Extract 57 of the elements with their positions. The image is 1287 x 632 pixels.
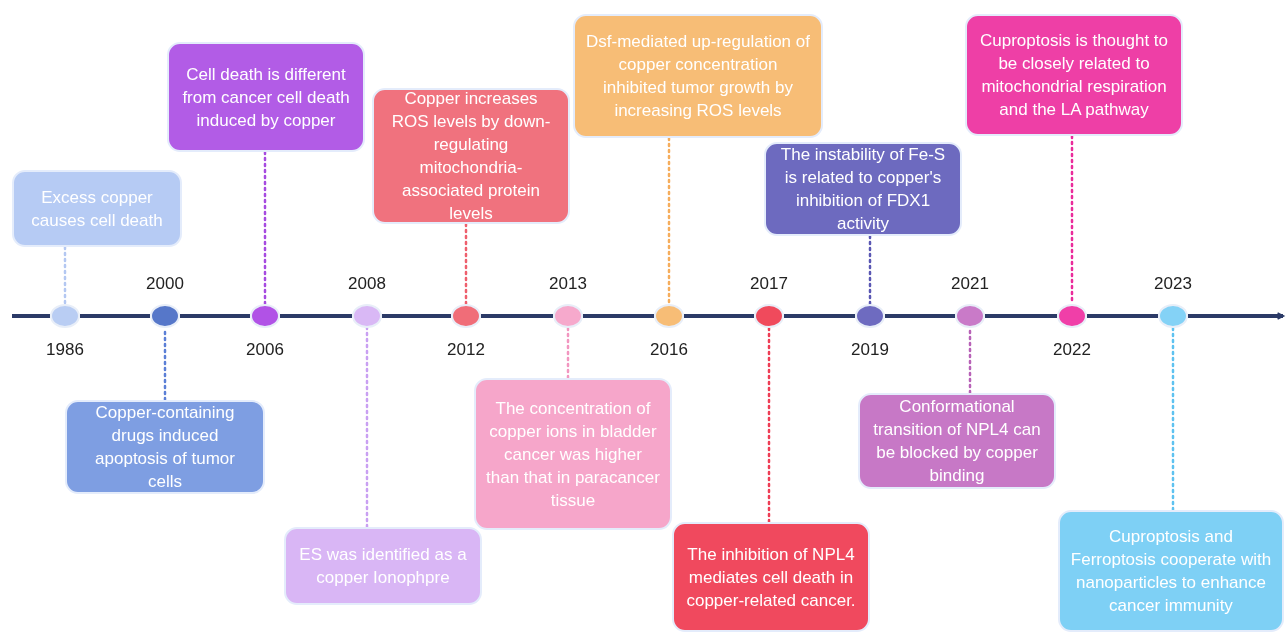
- year-label: 2022: [1052, 340, 1092, 360]
- event-box: The instability of Fe-S is related to copper's inhibition of FDX1 activity: [764, 142, 962, 236]
- timeline-dot: [250, 304, 280, 328]
- year-label: 2000: [145, 274, 185, 294]
- timeline-axis: [80, 314, 150, 318]
- timeline-dot: [855, 304, 885, 328]
- timeline-axis: [985, 314, 1057, 318]
- leader-line: [767, 326, 771, 524]
- timeline-dot: [955, 304, 985, 328]
- year-label: 1986: [45, 340, 85, 360]
- timeline-axis: [180, 314, 250, 318]
- timeline-arrow: [1188, 312, 1285, 320]
- timeline-axis: [684, 314, 754, 318]
- timeline-dot: [1158, 304, 1188, 328]
- event-box: Excess copper causes cell death: [12, 170, 182, 247]
- timeline-axis: [784, 314, 855, 318]
- timeline-axis: [382, 314, 451, 318]
- leader-line: [1171, 326, 1175, 512]
- timeline-axis: [885, 314, 955, 318]
- event-box: ES was identified as a copper Ionophpre: [284, 527, 482, 605]
- year-label: 2006: [245, 340, 285, 360]
- timeline-axis: [481, 314, 553, 318]
- year-label: 2008: [347, 274, 387, 294]
- timeline-dot: [352, 304, 382, 328]
- timeline-dot: [654, 304, 684, 328]
- event-box: Cell death is different from cancer cell death induced by copper: [167, 42, 365, 152]
- year-label: 2016: [649, 340, 689, 360]
- event-box: The concentration of copper ions in bladder cancer was higher than that in paracancer tissue: [474, 378, 672, 530]
- event-box: Copper increases ROS levels by down-regulating mitochondria-associated protein levels: [372, 88, 570, 224]
- event-box: Copper-containing drugs induced apoptosis of tumor cells: [65, 400, 265, 494]
- leader-line: [566, 326, 570, 380]
- event-box: Dsf-mediated up-regulation of copper concentration inhibited tumor growth by increasing ROS levels: [573, 14, 823, 138]
- year-label: 2019: [850, 340, 890, 360]
- event-box: The inhibition of NPL4 mediates cell death in copper-related cancer.: [672, 522, 870, 632]
- timeline-axis: [583, 314, 654, 318]
- timeline-dot: [1057, 304, 1087, 328]
- timeline-dot: [50, 304, 80, 328]
- event-box: Cuproptosis is thought to be closely related to mitochondrial respiration and the LA pathway: [965, 14, 1183, 136]
- leader-line: [63, 245, 67, 306]
- timeline-axis: [1087, 314, 1158, 318]
- event-box: Cuproptosis and Ferroptosis cooperate with nanoparticles to enhance cancer immunity: [1058, 510, 1284, 632]
- year-label: 2012: [446, 340, 486, 360]
- year-label: 2013: [548, 274, 588, 294]
- leader-line: [868, 234, 872, 306]
- leader-line: [365, 326, 369, 529]
- event-box: Conformational transition of NPL4 can be blocked by copper binding: [858, 393, 1056, 489]
- year-label: 2023: [1153, 274, 1193, 294]
- leader-line: [263, 150, 267, 306]
- leader-line: [464, 222, 468, 306]
- year-label: 2017: [749, 274, 789, 294]
- timeline-dot: [553, 304, 583, 328]
- leader-line: [667, 136, 671, 306]
- timeline-axis: [280, 314, 352, 318]
- timeline-dot: [451, 304, 481, 328]
- year-label: 2021: [950, 274, 990, 294]
- timeline-dot: [754, 304, 784, 328]
- timeline-dot: [150, 304, 180, 328]
